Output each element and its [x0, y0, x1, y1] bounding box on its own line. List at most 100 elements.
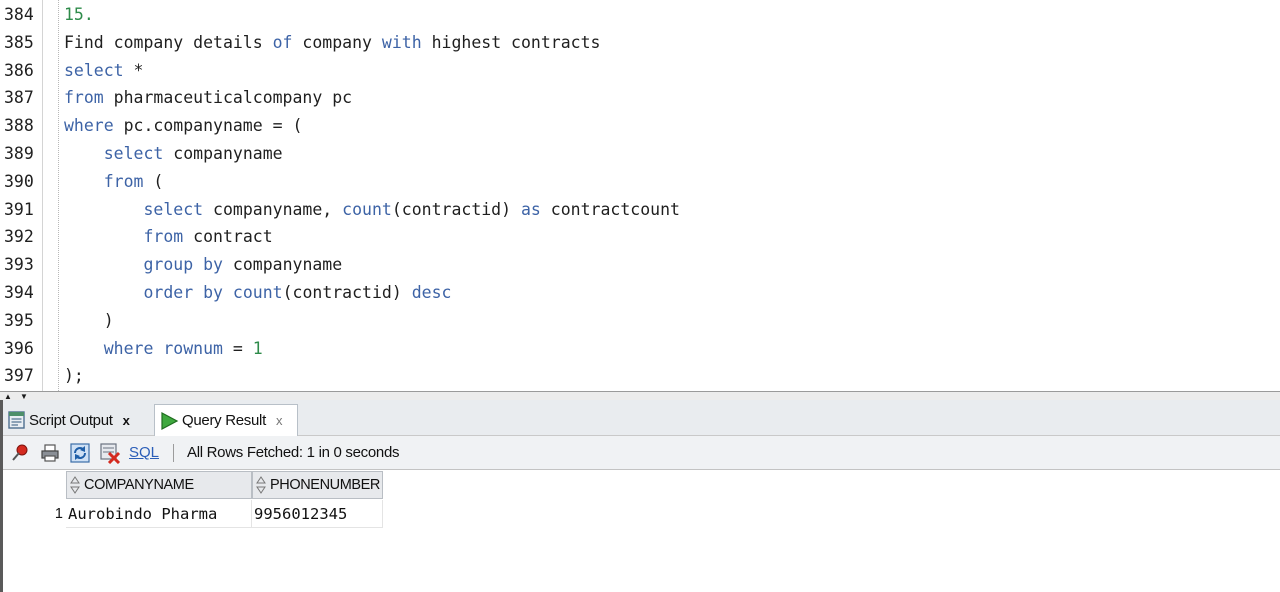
code-text[interactable]: 15.	[64, 1, 94, 29]
sql-keyword: from	[103, 171, 144, 191]
code-token: )	[64, 310, 114, 330]
code-token: contractcount	[540, 199, 680, 219]
line-number: 392	[4, 227, 34, 247]
column-header-phonenumber[interactable]: PHONENUMBER	[252, 471, 383, 499]
sql-keyword: desc	[411, 283, 452, 302]
row-number: 1	[54, 506, 63, 522]
line-number: 395	[4, 310, 34, 330]
code-line[interactable]: 397);	[0, 362, 1280, 390]
code-text[interactable]: );	[64, 362, 84, 390]
code-line[interactable]: 390 from (	[0, 168, 1280, 196]
clear-icon[interactable]	[99, 442, 121, 464]
code-text[interactable]: where pc.companyname = (	[64, 112, 302, 140]
tab-script-output-label: Script Output	[29, 411, 113, 429]
code-token: companyname	[163, 144, 283, 163]
code-line[interactable]: 391 select companyname, count(contractid…	[0, 196, 1280, 224]
sort-icon[interactable]	[69, 475, 81, 495]
code-text[interactable]: from (	[64, 168, 164, 196]
code-line[interactable]: 393 group by companyname	[0, 251, 1280, 279]
tab-query-result[interactable]: Query Result x	[154, 404, 298, 436]
code-token	[64, 339, 104, 358]
table-cell[interactable]: Aurobindo Pharma	[66, 500, 252, 528]
code-text[interactable]: select *	[64, 57, 143, 85]
code-line[interactable]: 392 from contract	[0, 223, 1280, 251]
code-token	[64, 200, 143, 219]
sql-keyword: from	[64, 88, 104, 108]
print-icon[interactable]	[39, 442, 61, 464]
code-token: (contractid)	[391, 199, 521, 219]
code-text[interactable]: order by count(contractid) desc	[64, 279, 451, 307]
code-text[interactable]: select companyname, count(contractid) as…	[64, 196, 680, 224]
close-tab-icon[interactable]: x	[275, 413, 283, 428]
code-token	[64, 255, 143, 274]
code-token: *	[123, 60, 144, 80]
pin-icon[interactable]	[9, 442, 31, 464]
code-text[interactable]: Find company details of company with hig…	[64, 29, 600, 57]
code-token: (contractid)	[282, 283, 412, 302]
code-token	[64, 172, 104, 191]
column-header-label: PHONENUMBER	[270, 477, 380, 493]
code-token: pc.companyname = (	[113, 116, 303, 136]
code-line[interactable]: 385 Find company details of company with …	[0, 29, 1280, 57]
line-number: 397	[4, 366, 34, 386]
line-number: 386	[4, 60, 34, 80]
line-number: 394	[4, 283, 34, 302]
sql-keyword: with	[381, 32, 422, 52]
code-text[interactable]: from pharmaceuticalcompany pc	[64, 84, 352, 112]
code-line[interactable]: 388 where pc.companyname = (	[0, 112, 1280, 140]
sql-keyword: rownum	[163, 338, 223, 358]
line-number-gutter	[0, 0, 43, 391]
run-triangle-icon	[159, 411, 179, 431]
result-grid: COMPANYNAME PHONENUMBER 1 Aurobindo Phar…	[3, 470, 1280, 592]
code-line[interactable]: 389 select companyname	[0, 140, 1280, 168]
sql-keyword: select	[64, 60, 124, 80]
code-text[interactable]: )	[64, 307, 114, 335]
code-line[interactable]: 395 )	[0, 307, 1280, 335]
pane-splitter[interactable]: ▲ ▼	[0, 391, 1280, 401]
close-tab-icon[interactable]: x	[122, 412, 130, 428]
code-text[interactable]: where rownum = 1	[64, 335, 263, 363]
code-token: pharmaceuticalcompany pc	[103, 88, 353, 108]
code-token: =	[222, 338, 253, 358]
sql-keyword: where	[103, 338, 154, 358]
tab-script-output[interactable]: Script Output x	[7, 404, 153, 436]
number-literal: 15.	[64, 5, 94, 24]
line-number: 385	[4, 32, 34, 52]
sql-keyword: count	[232, 283, 283, 302]
code-text[interactable]: select companyname	[64, 140, 283, 168]
code-line[interactable]: 394 order by count(contractid) desc	[0, 279, 1280, 307]
line-number: 396	[4, 338, 34, 358]
sort-icon[interactable]	[255, 475, 267, 495]
number-literal: 1	[252, 338, 263, 358]
line-number: 390	[4, 171, 34, 191]
script-output-icon	[7, 410, 27, 430]
code-token: highest contracts	[421, 32, 601, 52]
collapse-down-icon[interactable]: ▼	[20, 392, 28, 401]
code-token: companyname	[222, 255, 343, 275]
sql-keyword: as	[520, 199, 541, 219]
code-text[interactable]: group by companyname	[64, 251, 342, 279]
sql-keyword: count	[342, 199, 392, 219]
code-text[interactable]: from contract	[64, 223, 272, 251]
table-cell[interactable]: 9956012345	[252, 500, 383, 528]
toolbar-separator	[173, 443, 175, 462]
line-number: 389	[4, 144, 34, 163]
sql-keyword: order by	[143, 283, 223, 302]
code-token: companyname,	[203, 199, 343, 219]
code-line[interactable]: 396 where rownum = 1	[0, 335, 1280, 363]
collapse-up-icon[interactable]: ▲	[4, 392, 12, 401]
line-number: 388	[4, 116, 34, 136]
refresh-icon[interactable]	[69, 442, 91, 464]
code-line[interactable]: 386 select *	[0, 57, 1280, 85]
column-header-companyname[interactable]: COMPANYNAME	[66, 471, 252, 499]
code-token: company	[292, 32, 382, 52]
sql-link[interactable]: SQL	[129, 444, 160, 461]
fold-guide	[58, 0, 59, 391]
results-tab-bar: Script Output x Query Result x	[3, 400, 1280, 436]
sql-keyword: select	[103, 144, 164, 163]
code-token	[64, 227, 143, 246]
sql-keyword: of	[272, 32, 293, 52]
